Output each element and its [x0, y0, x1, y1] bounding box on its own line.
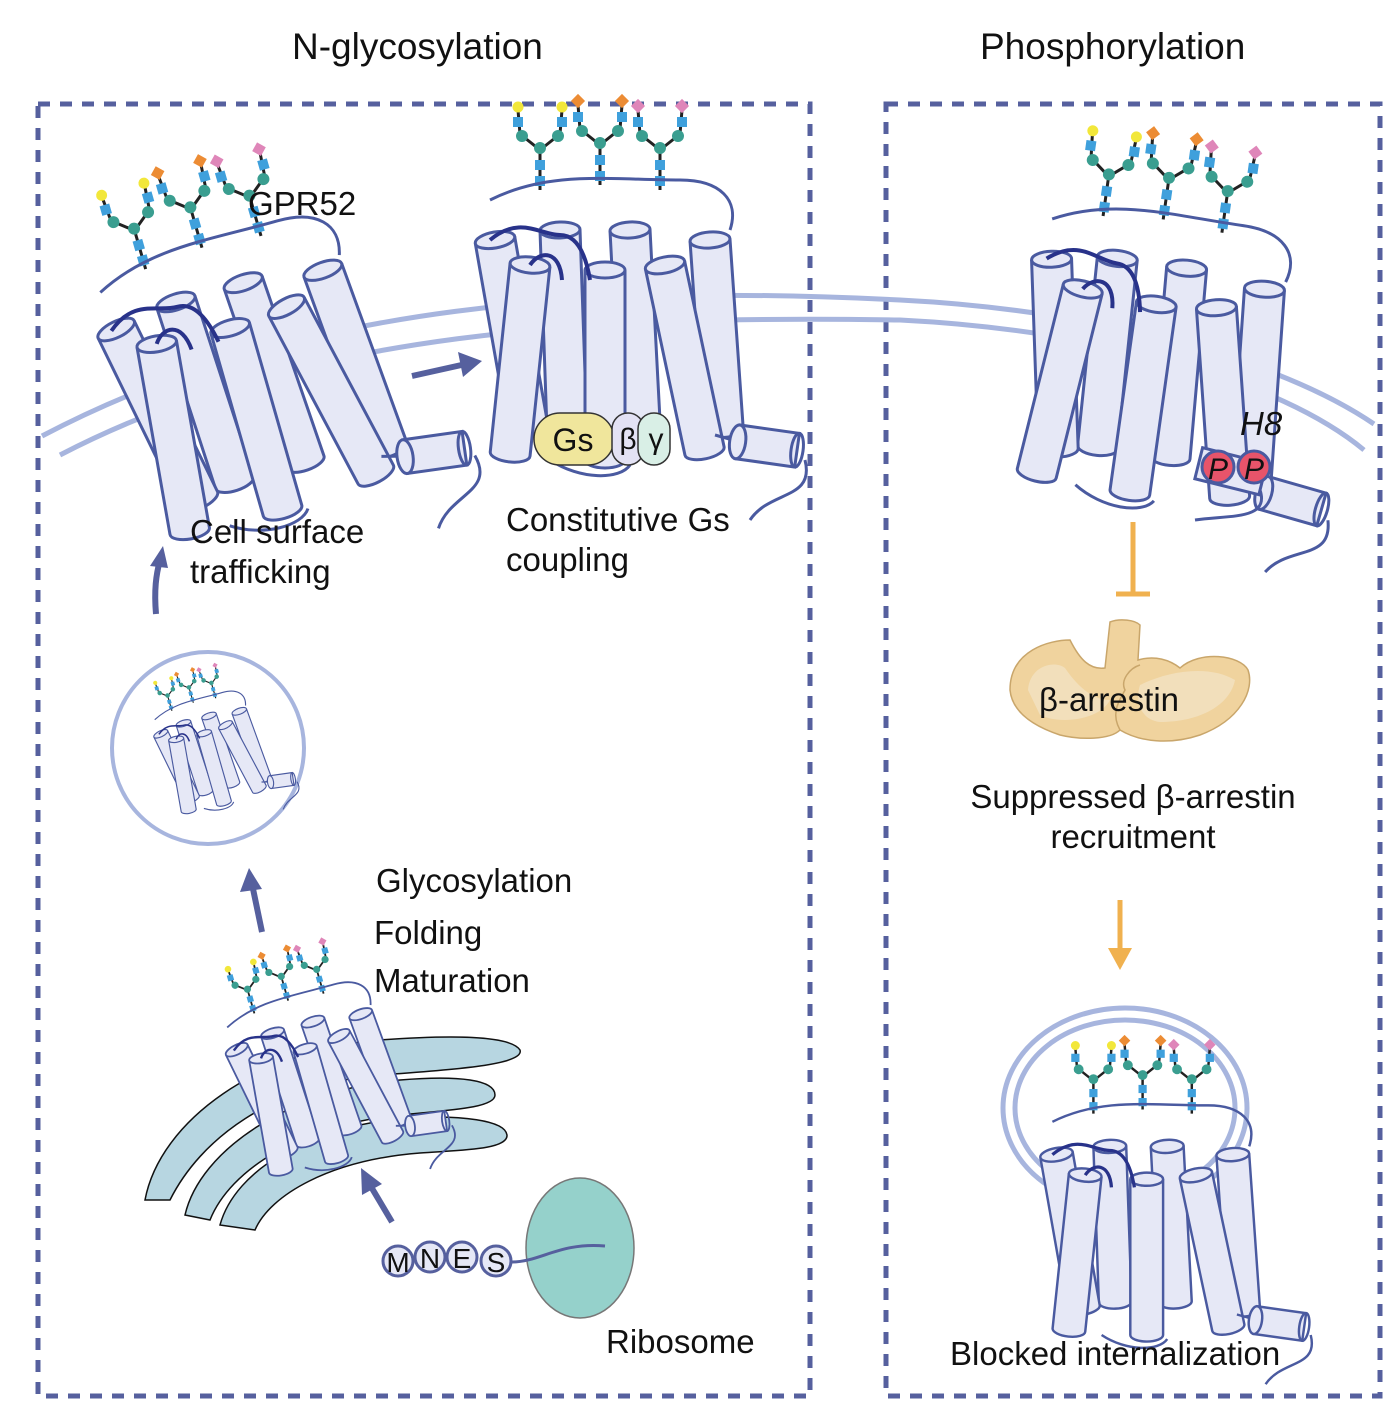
constitutive-gs-coupling-label: Constitutive Gs coupling	[506, 500, 730, 581]
ribosome-label: Ribosome	[606, 1323, 755, 1360]
phospho-sites: P P	[1193, 445, 1272, 522]
arrow-to-internalization	[1108, 900, 1132, 970]
panel-phosphorylation	[883, 101, 1383, 1399]
transport-vesicle	[110, 648, 306, 846]
helix8-label: H8	[1240, 405, 1283, 442]
phospho-label-2: P	[1244, 453, 1264, 486]
cell-surface-trafficking-label: Cell surface trafficking	[190, 512, 364, 593]
panel-n-glycosylation	[35, 101, 813, 1399]
constitutive-line-2: coupling	[506, 541, 629, 579]
residue-label-e: E	[453, 1243, 472, 1274]
gpr52-receptor-phosphorylated	[992, 112, 1381, 580]
ribosome	[511, 1177, 635, 1319]
phospho-site-1	[1200, 449, 1236, 485]
residue-e	[445, 1240, 479, 1274]
beta-label: β	[619, 423, 636, 456]
panel-title-phosphorylation: Phosphorylation	[980, 26, 1246, 67]
step-folding: Folding	[374, 914, 483, 951]
residue-label-n: N	[420, 1243, 440, 1274]
step-maturation: Maturation	[374, 962, 530, 999]
step-glycosylation: Glycosylation	[376, 862, 573, 899]
arrow-cell-surface-trafficking	[150, 546, 168, 615]
residue-label-m: M	[386, 1247, 409, 1278]
suppressed-line-2: recruitment	[1050, 818, 1216, 856]
suppressed-recruitment-label: Suppressed β-arrestin recruitment	[938, 777, 1328, 858]
beta-arrestin-label: β-arrestin	[1039, 681, 1180, 718]
g-protein-heterotrimer: Gs β γ	[533, 412, 671, 466]
blocked-internalization-label: Blocked internalization	[950, 1335, 1281, 1372]
residue-s	[479, 1244, 513, 1278]
nascent-peptide: M N E S	[381, 1240, 513, 1278]
residue-m	[381, 1244, 415, 1278]
suppressed-line-1: Suppressed β-arrestin	[970, 778, 1296, 815]
gs-label: Gs	[553, 422, 594, 458]
beta-arrestin-protein	[1009, 619, 1251, 742]
panel-title-n-glycosylation: N-glycosylation	[292, 26, 543, 67]
arrow-er-to-vesicle	[240, 868, 265, 933]
gamma-label: γ	[649, 423, 664, 456]
arrow-ribosome-to-er	[361, 1168, 395, 1224]
residue-n	[413, 1240, 447, 1274]
cell-surface-line-2: trafficking	[190, 553, 331, 591]
constitutive-line-1: Constitutive Gs	[506, 501, 730, 538]
receptor-name-label: GPR52	[248, 185, 357, 222]
g-gamma-subunit	[637, 412, 671, 466]
arrow-to-gs-coupling	[411, 352, 482, 379]
inhibition-symbol	[1116, 522, 1150, 597]
phospho-site-2	[1236, 449, 1272, 485]
phospho-label-1: P	[1208, 453, 1228, 486]
gpr52-receptor-internalization-blocked	[1039, 1035, 1312, 1384]
processing-steps-label: Glycosylation Folding Maturation	[374, 855, 572, 1007]
cell-surface-line-1: Cell surface	[190, 513, 365, 550]
residue-label-s: S	[487, 1247, 506, 1278]
